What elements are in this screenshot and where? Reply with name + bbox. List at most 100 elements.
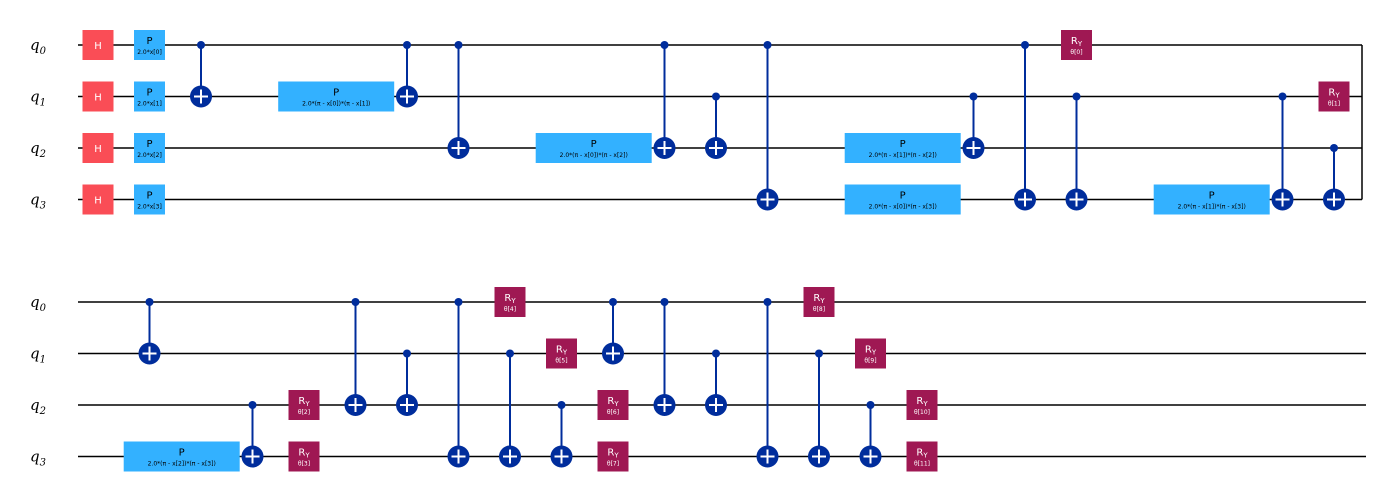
cnot-control-dot bbox=[712, 349, 720, 358]
gate-label: P bbox=[900, 191, 906, 202]
phase-gate-box bbox=[1153, 184, 1270, 215]
cnot-control-dot bbox=[1330, 144, 1338, 152]
cnot-gate bbox=[962, 92, 985, 159]
cnot-gate bbox=[138, 298, 161, 365]
gate-label: P bbox=[146, 191, 152, 202]
hadamard-gate: H bbox=[82, 184, 114, 215]
ry-gate: RYθ[1] bbox=[1318, 81, 1350, 112]
gate-parameter: 2.0*(π - x[2])*(π - x[3]) bbox=[148, 461, 216, 468]
ry-gate: RYθ[4] bbox=[494, 287, 526, 317]
phase-gate: P2.0*(π - x[1])*(π - x[3]) bbox=[1153, 184, 1270, 215]
phase-gate-box bbox=[535, 133, 652, 163]
cnot-gate bbox=[756, 41, 779, 211]
hadamard-gate: H bbox=[82, 81, 114, 112]
cnot-control-dot bbox=[506, 349, 514, 358]
cnot-control-dot bbox=[1072, 92, 1081, 101]
gate-label: P bbox=[591, 139, 597, 150]
circuit-row-1: HHHHP2.0*x[0]P2.0*x[1]P2.0*x[2]P2.0*x[3]… bbox=[78, 30, 1363, 215]
gate-parameter: 2.0*x[0] bbox=[137, 49, 162, 56]
cnot-control-dot bbox=[660, 298, 669, 306]
cnot-control-dot bbox=[248, 401, 257, 409]
gate-label: H bbox=[94, 144, 102, 155]
gate-parameter: θ[11] bbox=[914, 461, 930, 468]
gate-parameter: 2.0*x[1] bbox=[137, 101, 162, 108]
gate-parameter: 2.0*(π - x[0])*(π - x[3]) bbox=[869, 204, 937, 211]
cnot-gate bbox=[499, 349, 521, 468]
cnot-control-dot bbox=[1021, 41, 1029, 49]
cnot-gate bbox=[1014, 41, 1036, 211]
cnot-gate bbox=[705, 349, 727, 416]
gate-parameter: θ[0] bbox=[1070, 49, 1082, 56]
gate-parameter: θ[10] bbox=[914, 409, 930, 416]
gate-label: P bbox=[146, 139, 152, 150]
cnot-control-dot bbox=[969, 92, 978, 101]
gate-label: H bbox=[94, 41, 102, 52]
gate-parameter: 2.0*(π - x[1])*(π - x[2]) bbox=[869, 152, 937, 159]
cnot-gate bbox=[190, 41, 212, 108]
hadamard-gate-box bbox=[82, 81, 114, 112]
ry-gate: RYθ[5] bbox=[546, 338, 577, 369]
ry-gate-box bbox=[906, 441, 938, 472]
cnot-gate bbox=[447, 41, 470, 159]
cnot-gate bbox=[241, 401, 264, 468]
gate-parameter: 2.0*(π - x[0])*(π - x[1]) bbox=[302, 101, 370, 108]
phase-gate-box bbox=[844, 184, 961, 215]
qubit-label-q1: q1 bbox=[30, 88, 46, 109]
phase-gate-box bbox=[134, 81, 165, 112]
gate-label: H bbox=[94, 93, 102, 104]
cnot-gate bbox=[653, 298, 676, 416]
ry-gate-box bbox=[597, 390, 629, 420]
ry-gate-box bbox=[855, 338, 886, 369]
ry-gate-box bbox=[494, 287, 526, 317]
gate-parameter: θ[2] bbox=[298, 409, 310, 416]
gate-parameter: θ[6] bbox=[607, 409, 619, 416]
gate-label: RY bbox=[1071, 36, 1083, 48]
hadamard-gate-box bbox=[82, 184, 114, 215]
cnot-gate bbox=[653, 41, 676, 159]
hadamard-gate: H bbox=[82, 30, 114, 60]
qubit-label-q0: q0 bbox=[30, 293, 47, 314]
cnot-gate bbox=[1271, 92, 1294, 211]
cnot-control-dot bbox=[763, 298, 772, 306]
ry-gate: RYθ[9] bbox=[855, 338, 886, 369]
ry-gate-box bbox=[288, 390, 320, 420]
gate-label: RY bbox=[1328, 88, 1340, 100]
gate-label: H bbox=[94, 196, 102, 207]
phase-gate-box bbox=[134, 184, 165, 215]
hadamard-gate-box bbox=[82, 30, 114, 60]
gate-parameter: θ[1] bbox=[1328, 101, 1340, 108]
cnot-gate bbox=[859, 401, 882, 468]
gate-label: RY bbox=[607, 396, 619, 408]
gate-label: RY bbox=[298, 448, 310, 460]
cnot-control-dot bbox=[866, 401, 875, 409]
ry-gate-box bbox=[906, 390, 938, 420]
gate-parameter: 2.0*x[2] bbox=[137, 152, 162, 159]
ry-gate: RYθ[11] bbox=[906, 441, 938, 472]
cnot-control-dot bbox=[660, 41, 669, 49]
phase-gate-box bbox=[134, 133, 165, 163]
gate-label: P bbox=[146, 36, 152, 47]
gate-parameter: θ[9] bbox=[864, 358, 876, 365]
gate-parameter: θ[5] bbox=[555, 358, 567, 365]
gate-label: RY bbox=[813, 293, 825, 305]
gate-label: RY bbox=[556, 345, 568, 357]
gate-label: P bbox=[900, 139, 906, 150]
circuit-row-2: P2.0*(π - x[2])*(π - x[3])RYθ[2]RYθ[3]RY… bbox=[78, 287, 1366, 472]
cnot-gate bbox=[1065, 92, 1088, 211]
phase-gate: P 2.0*x[0] bbox=[134, 30, 165, 60]
cnot-gate bbox=[1323, 144, 1345, 211]
cnot-control-dot bbox=[145, 298, 154, 306]
ry-gate: RYθ[3] bbox=[288, 441, 320, 472]
cnot-control-dot bbox=[1278, 92, 1287, 101]
cnot-gate bbox=[447, 298, 470, 468]
phase-gate-box bbox=[278, 81, 395, 112]
ry-gate-box bbox=[288, 441, 320, 472]
ry-gate: RYθ[7] bbox=[597, 441, 629, 472]
cnot-control-dot bbox=[403, 349, 411, 358]
ry-gate-box bbox=[597, 441, 629, 472]
cnot-gate bbox=[808, 349, 830, 468]
cnot-gate bbox=[550, 401, 573, 468]
gate-label: P bbox=[1209, 191, 1215, 202]
phase-gate: P 2.0*(π - x[0])*(π - x[3]) bbox=[844, 184, 961, 215]
phase-gate-box bbox=[134, 30, 165, 60]
